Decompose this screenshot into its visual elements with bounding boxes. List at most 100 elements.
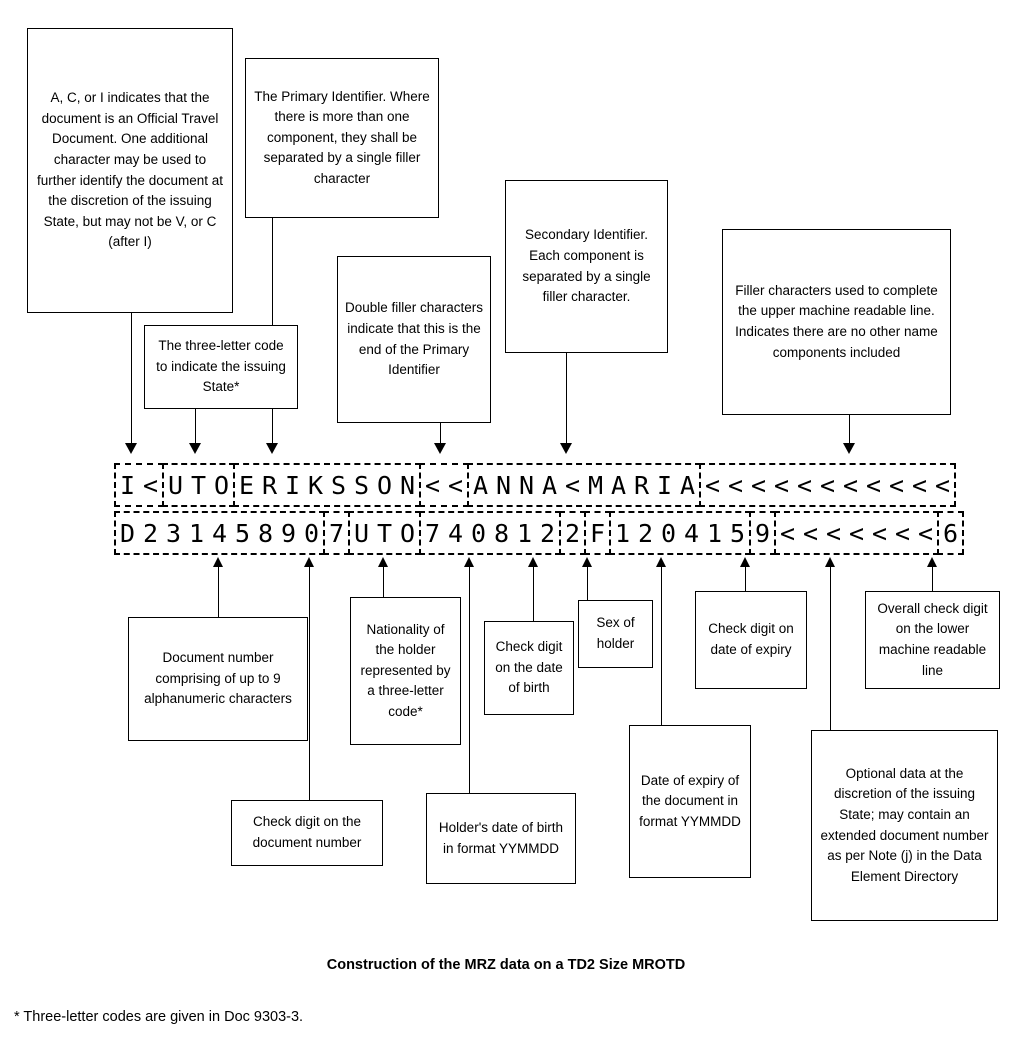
callout-sex: Sex of holder (578, 600, 653, 668)
mrz-group-date-of-birth-check-digit: 2 (559, 511, 586, 555)
mrz-group-double-filler: << (419, 463, 469, 507)
callout-document-number: Document number comprising of up to 9 al… (128, 617, 308, 741)
mrz-char: 1 (614, 518, 631, 548)
arrowhead-date-of-birth-check (528, 557, 538, 567)
mrz-char: O (399, 518, 416, 548)
callout-overall-check-text: Overall check digit on the lower machine… (877, 600, 988, 678)
mrz-char: R (261, 470, 278, 500)
mrz-char: 4 (211, 518, 228, 548)
mrz-char: 2 (539, 518, 556, 548)
mrz-group-name-filler: <<<<<<<<<<< (699, 463, 956, 507)
mrz-char: M (587, 470, 604, 500)
arrowhead-document-type (125, 443, 137, 454)
callout-date-of-expiry-text: Date of expiry of the document in format… (639, 772, 741, 829)
connector-date-of-birth (469, 566, 470, 793)
arrowhead-optional-data (825, 557, 835, 567)
connector-double-filler (440, 423, 441, 444)
mrz-char: E (238, 470, 255, 500)
callout-date-of-expiry-check: Check digit on date of expiry (695, 591, 807, 689)
callout-primary-identifier-text: The Primary Identifier. Where there is m… (254, 88, 430, 186)
callout-document-number-text: Document number comprising of up to 9 al… (144, 650, 292, 707)
mrz-char: < (917, 518, 934, 548)
mrz-char: < (934, 470, 951, 500)
connector-document-type (131, 313, 132, 444)
arrowhead-date-of-expiry-check (740, 557, 750, 567)
arrowhead-date-of-expiry (656, 557, 666, 567)
arrowhead-secondary-identifier (560, 443, 572, 454)
arrowhead-issuing-state (189, 443, 201, 454)
mrz-char: < (819, 470, 836, 500)
callout-issuing-state: The three-letter code to indicate the is… (144, 325, 298, 409)
mrz-char: N (518, 470, 535, 500)
connector-secondary-identifier (566, 353, 567, 444)
mrz-char: A (472, 470, 489, 500)
mrz-char: < (842, 470, 859, 500)
arrowhead-date-of-birth (464, 557, 474, 567)
mrz-char: I (119, 470, 136, 500)
callout-nationality: Nationality of the holder represented by… (350, 597, 461, 745)
callout-name-filler-text: Filler characters used to complete the u… (735, 282, 938, 360)
connector-name-filler (849, 415, 850, 444)
mrz-group-date-of-expiry-check-digit: 9 (749, 511, 776, 555)
callout-date-of-birth-text: Holder's date of birth in format YYMMDD (438, 819, 564, 856)
connector-nationality (383, 566, 384, 597)
callout-nationality-text: Nationality of the holder represented by… (360, 621, 451, 719)
mrz-char: 7 (424, 518, 441, 548)
mrz-char: I (284, 470, 301, 500)
callout-date-of-expiry: Date of expiry of the document in format… (629, 725, 751, 878)
mrz-char: 9 (280, 518, 297, 548)
mrz-char: N (495, 470, 512, 500)
arrowhead-double-filler (434, 443, 446, 454)
callout-double-filler: Double filler characters indicate that t… (337, 256, 491, 423)
callout-optional-data: Optional data at the discretion of the i… (811, 730, 998, 921)
mrz-char: O (213, 470, 230, 500)
arrowhead-overall-check (927, 557, 937, 567)
mrz-char: < (142, 470, 159, 500)
mrz-char: 2 (142, 518, 159, 548)
connector-date-of-birth-check (533, 566, 534, 621)
mrz-char: 1 (706, 518, 723, 548)
mrz-char: < (773, 470, 790, 500)
connector-document-number (218, 566, 219, 617)
mrz-char: 2 (564, 518, 581, 548)
connector-issuing-state (195, 409, 196, 444)
mrz-char: 4 (683, 518, 700, 548)
mrz-char: 5 (234, 518, 251, 548)
callout-date-of-birth: Holder's date of birth in format YYMMDD (426, 793, 576, 884)
mrz-char: N (399, 470, 416, 500)
mrz-char: 1 (516, 518, 533, 548)
mrz-char: 3 (165, 518, 182, 548)
callout-date-of-birth-check: Check digit on the date of birth (484, 621, 574, 715)
mrz-char: K (307, 470, 324, 500)
callout-optional-data-text: Optional data at the discretion of the i… (820, 765, 989, 884)
callout-document-type-text: A, C, or I indicates that the document i… (36, 90, 224, 250)
mrz-char: < (848, 518, 865, 548)
mrz-char: < (888, 470, 905, 500)
mrz-char: 8 (493, 518, 510, 548)
arrowhead-document-number (213, 557, 223, 567)
callout-overall-check: Overall check digit on the lower machine… (865, 591, 1000, 689)
callout-secondary-identifier-text: Secondary Identifier. Each component is … (522, 227, 651, 305)
mrz-char: 4 (447, 518, 464, 548)
mrz-char: 9 (754, 518, 771, 548)
diagram-footnote: * Three-letter codes are given in Doc 93… (14, 1009, 304, 1025)
mrz-char: < (447, 470, 464, 500)
mrz-char: < (894, 518, 911, 548)
mrz-char: < (704, 470, 721, 500)
mrz-char: A (610, 470, 627, 500)
mrz-char: A (679, 470, 696, 500)
callout-double-filler-text: Double filler characters indicate that t… (344, 300, 484, 378)
mrz-group-overall-check-digit: 6 (937, 511, 964, 555)
mrz-char: A (541, 470, 558, 500)
mrz-char: O (376, 470, 393, 500)
mrz-group-document-number-check-digit: 7 (323, 511, 350, 555)
mrz-char: < (779, 518, 796, 548)
connector-document-number-check (309, 566, 310, 800)
